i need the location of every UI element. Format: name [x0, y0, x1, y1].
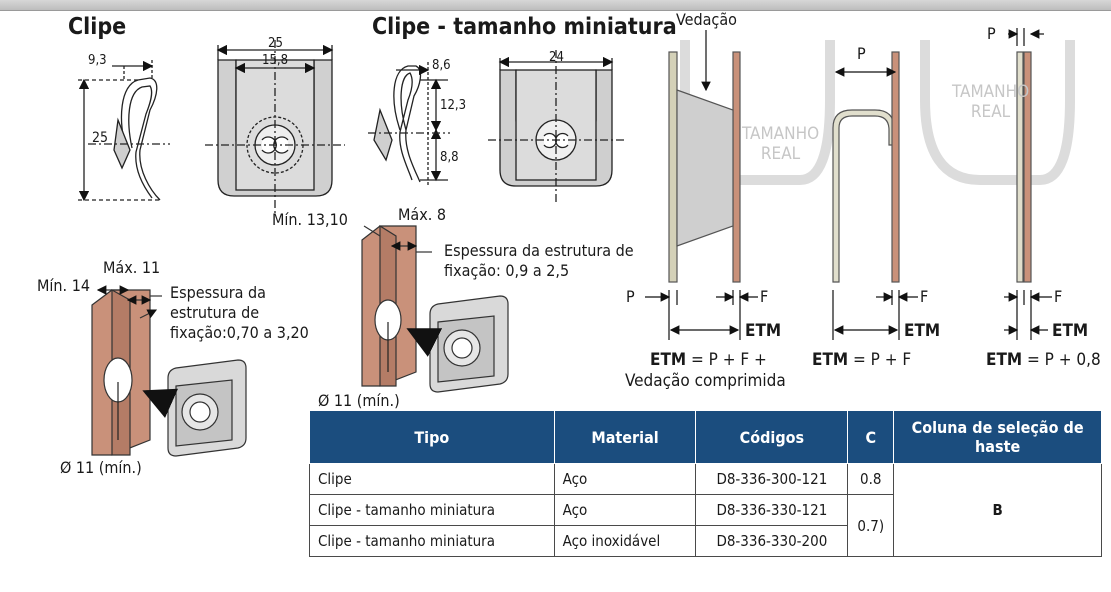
label-seal: Vedação	[676, 10, 737, 29]
dim-mini-front-width: 24	[549, 50, 564, 65]
mini-front-view	[488, 50, 626, 205]
label-hole-small: Ø 11 (mín.)	[318, 391, 400, 410]
label-etm-1: ETM	[745, 321, 782, 341]
top-band	[0, 0, 1111, 11]
equation-3: ETM = P + 0,8	[986, 350, 1101, 370]
cell-material: Aço	[553, 494, 697, 526]
label-f-2: F	[920, 287, 929, 306]
cell-c: 0.7)	[847, 494, 895, 557]
header-selection: Coluna de seleção de haste	[893, 410, 1102, 464]
watermark-real-size: TAMANHO REAL	[742, 124, 820, 165]
title-clip-mini: Clipe - tamanho miniatura	[372, 14, 677, 40]
dim-mini-side-width: 8,6	[432, 58, 451, 73]
header-codigos: Códigos	[695, 410, 849, 464]
equation-2: ETM = P + F	[812, 350, 912, 370]
cell-material: Aço inoxidável	[553, 525, 697, 557]
clip-side-view	[78, 60, 170, 202]
cell-tipo: Clipe - tamanho miniatura	[309, 525, 555, 557]
label-f-3: F	[1054, 287, 1063, 306]
cell-selection: B	[893, 463, 1102, 557]
label-max-gap-large: Máx. 11	[103, 258, 161, 277]
title-clip: Clipe	[68, 14, 127, 40]
header-tipo: Tipo	[309, 410, 555, 464]
label-etm-2: ETM	[904, 321, 941, 341]
dim-clip-side-height: 25	[92, 130, 109, 146]
equation-1-line2: Vedação comprimida	[625, 371, 786, 391]
label-p-right: P	[987, 24, 996, 43]
dim-clip-front-outer: 25	[268, 36, 283, 51]
etm-diagrams	[645, 28, 1075, 340]
spec-table: Tipo Material Códigos C Coluna de seleçã…	[309, 410, 1102, 557]
label-min-width-small: Mín. 13,10	[272, 210, 348, 229]
equation-1: ETM = P + F +	[650, 350, 767, 370]
install-small	[361, 224, 509, 393]
cell-tipo: Clipe - tamanho miniatura	[309, 494, 555, 526]
cell-material: Aço	[553, 463, 697, 495]
cell-codigo: D8-336-330-121	[695, 494, 849, 526]
label-f-1: F	[760, 287, 769, 306]
label-max-gap-small: Máx. 8	[398, 205, 447, 224]
dim-clip-front-inner: 15,8	[262, 53, 289, 68]
clip-front-view	[205, 40, 345, 215]
label-thickness-large: Espessura da estrutura de fixação:0,70 a…	[170, 283, 309, 342]
label-p-mid: P	[857, 44, 866, 63]
table-row: Clipe Aço D8-336-300-121 0.8 B	[309, 463, 1102, 557]
table-row: Clipe - tamanho miniatura Aço inoxidável…	[309, 525, 1102, 557]
table-header-row: Tipo Material Códigos C Coluna de seleçã…	[309, 410, 1102, 464]
cell-codigo: D8-336-300-121	[695, 463, 849, 495]
label-hole-large: Ø 11 (mín.)	[60, 458, 142, 477]
install-large	[91, 285, 247, 457]
header-material: Material	[553, 410, 697, 464]
header-c: C	[847, 410, 895, 464]
watermark-real-size-right: TAMANHO REAL	[952, 82, 1030, 123]
cell-codigo: D8-336-330-200	[695, 525, 849, 557]
label-min-width-large: Mín. 14	[37, 276, 90, 295]
label-p-1: P	[626, 287, 635, 306]
dim-clip-side-width: 9,3	[88, 53, 107, 68]
cell-c: 0.8	[847, 463, 895, 495]
dim-mini-side-upper: 12,3	[440, 98, 467, 113]
label-etm-3: ETM	[1052, 321, 1089, 341]
cell-tipo: Clipe	[309, 463, 555, 495]
mini-side-view	[368, 62, 450, 185]
dim-mini-side-lower: 8,8	[440, 150, 459, 165]
label-thickness-small: Espessura da estrutura de fixação: 0,9 a…	[444, 241, 634, 280]
